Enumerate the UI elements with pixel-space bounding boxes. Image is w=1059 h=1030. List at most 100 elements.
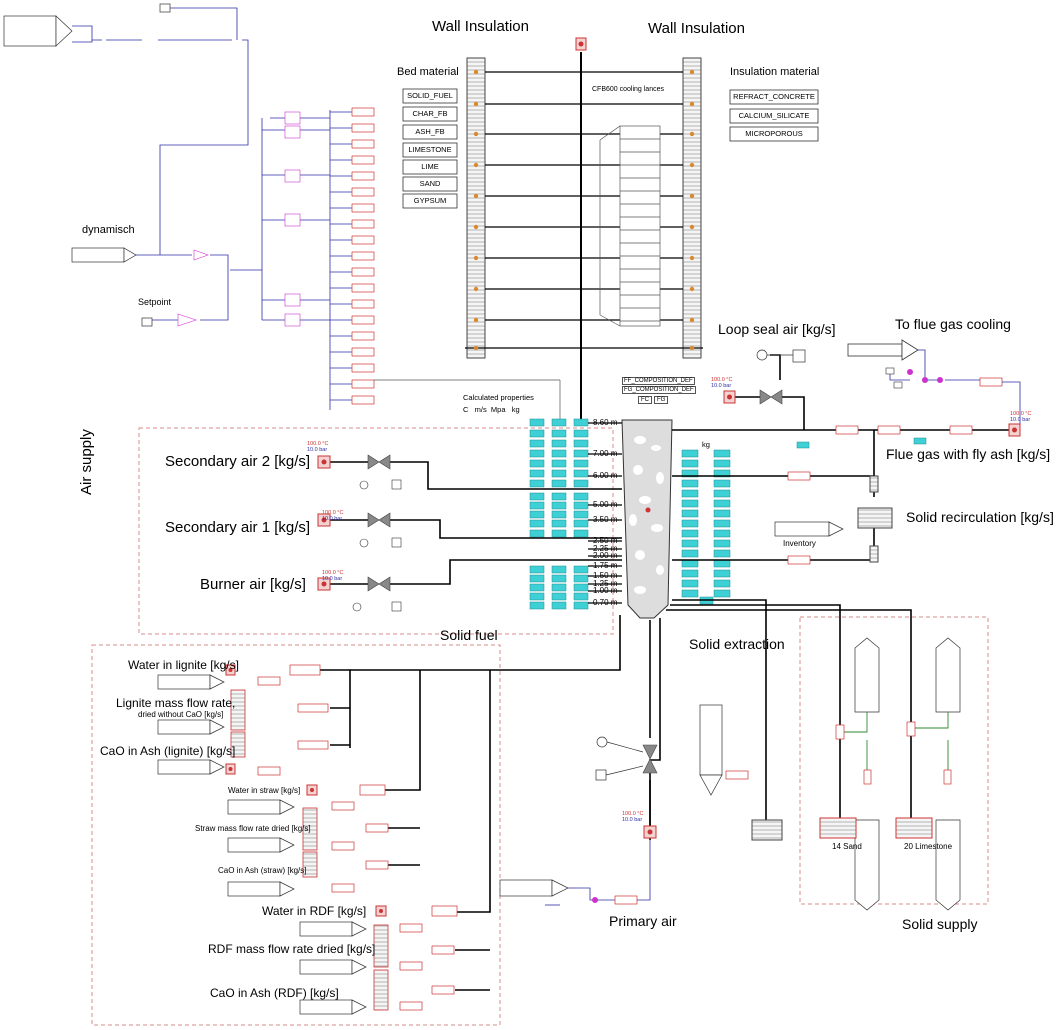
kg-label: kg (702, 440, 710, 449)
primary-air-pressure: 10.0 bar (622, 817, 643, 823)
solid-supply-limestone (935, 637, 961, 911)
loop-seal-valve (759, 389, 783, 405)
flue-gas-fly-ash-label: Flue gas with fly ash [kg/s] (886, 446, 1051, 462)
solid-extraction-block (725, 770, 749, 780)
property-cells-right (573, 418, 589, 610)
solid-extraction-silo (699, 704, 723, 796)
loop-seal-instrument (756, 349, 806, 363)
bed-material-label: Bed material (397, 66, 459, 78)
cooling-lances-label: CFB600 cooling lances (592, 86, 664, 93)
wall-insulation-left-label: Wall Insulation (432, 18, 529, 35)
loop-seal-pressure: 10.0 bar (711, 383, 732, 389)
height-1-25: 1.25 m (593, 579, 618, 588)
flue-gas-controller-sm (885, 367, 903, 389)
primary-air-temp: 100.0 °C (622, 811, 644, 817)
secondary-air-1-label: Secondary air 1 [kg/s] (165, 519, 311, 536)
primary-air-controller (499, 840, 651, 906)
property-cells-mid (551, 418, 567, 610)
air-source-dots (321, 459, 327, 587)
inventory-label: Inventory (783, 539, 816, 548)
dynamisch-label: dynamisch (82, 224, 135, 236)
bed-material-gypsum: GYPSUM (413, 196, 447, 205)
height-2-25: 2.25 m (593, 544, 618, 553)
height-0-70: 0.70 m (593, 598, 618, 607)
cao-straw-label: CaO in Ash (straw) [kg/s] (218, 866, 307, 875)
sa2-pressure: 10.0 bar (307, 447, 328, 453)
height-2-50: 2.50 m (593, 536, 618, 545)
wall-insulation-right-column (682, 57, 702, 359)
air-actuators (352, 479, 402, 612)
composition-def-ff: FF_COMPOSITION_DEF (622, 377, 695, 385)
selector-boxes (3, 3, 171, 327)
solid-recirculation-exchanger (857, 507, 893, 529)
bed-material-boxes (402, 88, 458, 209)
sa2-temp: 100.0 °C (307, 441, 329, 447)
height-7-00: 7.00 m (593, 449, 618, 458)
cooling-lances-block (599, 125, 661, 327)
sa1-pressure: 10.0 bar (322, 516, 343, 522)
setpoint-label: Setpoint (138, 297, 172, 307)
loop-seal-source-dot (727, 394, 732, 400)
solid-fuel-frame (91, 644, 501, 1026)
calculated-properties-label: Calculated properties (463, 393, 534, 402)
inventory-arrow (828, 521, 844, 537)
burner-pressure: 10.0 bar (322, 576, 343, 582)
insulation-microporous: MICROPOROUS (745, 129, 803, 138)
solid-fuel-controllers (157, 674, 367, 1015)
burner-air-label: Burner air [kg/s] (200, 576, 306, 593)
bed-material-solid-fuel: SOLID_FUEL (407, 91, 453, 100)
flue-gas-sink-dot (1012, 427, 1017, 433)
bed-material-ash: ASH_FB (415, 127, 445, 136)
limestone-vessel (895, 817, 933, 839)
height-lines (588, 422, 622, 604)
to-flue-gas-cooling-label: To flue gas cooling (895, 316, 1011, 332)
air-supply-label: Air supply (78, 429, 95, 495)
riser-top-sensor-dot (578, 41, 584, 47)
solid-extraction-vessel (751, 819, 783, 841)
solid-fuel-vessels (230, 689, 389, 1011)
control-rows (330, 111, 352, 401)
cao-lignite-label: CaO in Ash (lignite) [kg/s] (100, 744, 236, 758)
primary-air-label: Primary air (609, 913, 677, 929)
water-lignite-label: Water in lignite [kg/s] (128, 658, 239, 672)
control-small-blocks (177, 111, 301, 327)
solid-fuel-blocks (257, 664, 458, 1011)
height-6-00: 6.00 m (593, 471, 618, 480)
secondary-air-2-label: Secondary air 2 [kg/s] (165, 453, 311, 470)
solid-supply-label: Solid supply (902, 916, 978, 932)
units-row: C m/s Mpa kg (463, 405, 520, 414)
height-1-00: 1.00 m (593, 586, 618, 595)
primary-air-valve (642, 744, 658, 774)
height-3-50: 3.50 m (593, 515, 618, 524)
control-row-blocks (351, 107, 375, 405)
cyclone-a (869, 475, 879, 493)
limestone-label: 20 Limestone (904, 842, 953, 851)
bed-material-lime: LIME (421, 162, 439, 171)
sand-vessel (819, 817, 857, 839)
hs-cells (681, 437, 927, 605)
insulation-material-boxes (729, 89, 819, 142)
wall-insulation-nodes (473, 69, 695, 351)
height-1-50: 1.50 m (593, 571, 618, 580)
primary-air-instrument (595, 736, 644, 781)
height-1-75: 1.75 m (593, 561, 618, 570)
flue-gas-temp: 100.0 °C (1010, 411, 1032, 417)
loop-seal-temp: 100.0 °C (711, 377, 733, 383)
loop-seal-air-label: Loop seal air [kg/s] (718, 321, 836, 337)
lignite-flow-label: Lignite mass flow rate, (116, 696, 236, 710)
insulation-refract-concrete: REFRACT_CONCRETE (733, 92, 815, 101)
height-5-00: 5.00 m (593, 500, 618, 509)
flue-gas-pressure: 10.0 bar (1010, 417, 1031, 423)
solid-supply-lines (840, 712, 949, 770)
height-2-00: 2.00 m (593, 551, 618, 560)
rdf-flow-label: RDF mass flow rate dried [kg/s] (208, 942, 376, 956)
straw-flow-label: Straw mass flow rate dried [kg/s] (195, 824, 311, 833)
lignite-flow-sub-label: dried without CaO [kg/s] (138, 710, 224, 719)
bed-material-limestone: LIMESTONE (408, 145, 452, 154)
solid-extraction-label: Solid extraction (689, 636, 785, 652)
insulation-calcium-silicate: CALCIUM_SILICATE (738, 111, 810, 120)
insulation-material-label: Insulation material (730, 66, 820, 78)
composition-def-fg: FG_COMPOSITION_DEF (622, 386, 696, 394)
